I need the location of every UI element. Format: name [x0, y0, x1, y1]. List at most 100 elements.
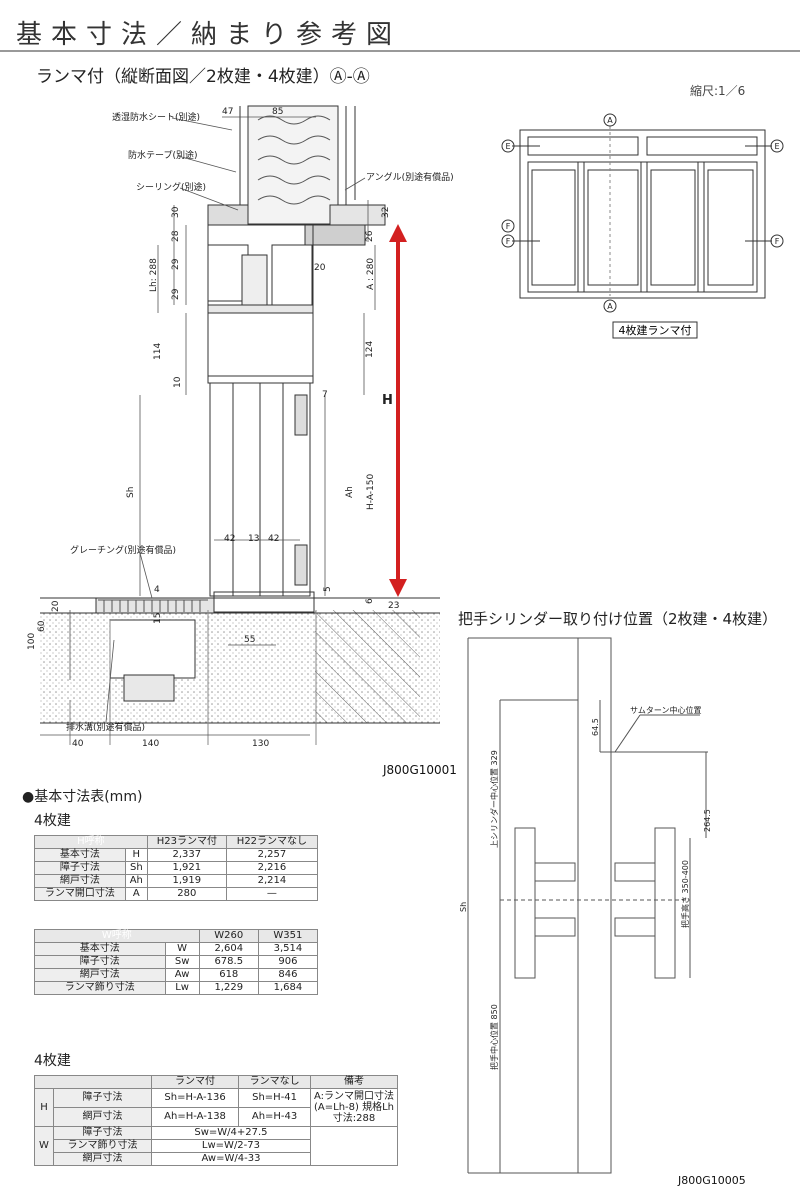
dim-table-subtitle: 4枚建 [34, 813, 71, 829]
cell: Sw [164, 955, 200, 969]
dim-7: 7 [322, 390, 328, 400]
cell: 障子寸法 [53, 1088, 152, 1108]
dim-15: 15 [153, 613, 163, 624]
cell: 678.5 [198, 955, 259, 969]
elevation-caption: 4枚建ランマ付 [619, 323, 692, 337]
marker-f-right: F [775, 237, 780, 246]
dim-6: 6 [365, 598, 375, 604]
cell: Sh=H-41 [238, 1088, 311, 1108]
dim-13: 13 [248, 534, 259, 544]
dim-140: 140 [142, 739, 159, 749]
scale-label: 縮尺:1／6 [690, 84, 746, 98]
cell: 906 [257, 955, 319, 969]
dim-table-title: ●基本寸法表(mm) [22, 789, 143, 805]
section-code: J800G10001 [383, 763, 457, 777]
dim-124: 124 [365, 341, 375, 358]
formula-table-title: 4枚建 [34, 1053, 71, 1069]
formula-w-group: W [34, 1126, 54, 1166]
cell: Sh=H-A-136 [150, 1088, 240, 1108]
cell: W [164, 942, 200, 956]
label-grating: グレーチング(別途有償品) [70, 544, 176, 556]
cell: 網戸寸法 [53, 1152, 152, 1166]
label-sheet: 透湿防水シート(別途) [112, 111, 200, 123]
cell: 2,216 [225, 861, 319, 875]
dim-114: 114 [153, 343, 163, 360]
cell: Ah [124, 874, 148, 888]
dim-29b: 29 [171, 288, 181, 300]
dim-lh: Lh: 288 [149, 258, 159, 292]
cell: ランマ開口寸法 [34, 887, 126, 901]
dim-30: 30 [171, 206, 181, 218]
formula-head-1: ランマなし [238, 1075, 311, 1089]
cell: 846 [257, 968, 319, 982]
formula-table: ランマ付 ランマなし 備考 H 障子寸法 Sh=H-A-136 Sh=H-41 … [34, 1075, 398, 1166]
h-table-head-2: H22ランマなし [225, 835, 319, 849]
dim-4: 4 [154, 585, 160, 595]
table-row: H 障子寸法 Sh=H-A-136 Sh=H-41 A:ランマ開口寸法 (A=L… [34, 1088, 398, 1127]
table-row: 網戸寸法 Ah=H-A-138 Ah=H-43 [35, 1107, 398, 1127]
cell: 障子寸法 [53, 1126, 152, 1140]
marker-f-left1: F [506, 222, 511, 231]
label-angle: アングル(別途有償品) [366, 171, 454, 183]
dim-42b: 42 [268, 534, 279, 544]
dim-5: 5 [323, 586, 333, 592]
cell: ランマ飾り寸法 [53, 1139, 152, 1153]
dim-42a: 42 [224, 534, 235, 544]
dim-sh: Sh [126, 487, 136, 498]
cell: 3,514 [257, 942, 319, 956]
cell: 2,337 [146, 848, 227, 862]
dim-23: 23 [388, 601, 399, 611]
formula-head-0: ランマ付 [150, 1075, 240, 1089]
cell: A [124, 887, 148, 901]
cell: Aw [164, 968, 200, 982]
formula-h-group: H [34, 1088, 54, 1127]
dim-28: 28 [171, 230, 181, 242]
w-table-head-1: W260 [198, 929, 259, 943]
formula-head-2: 備考 [310, 1075, 398, 1089]
cell: 基本寸法 [34, 942, 166, 956]
dim-20b: 20 [51, 600, 61, 612]
cell: — [225, 887, 319, 901]
dim-10: 10 [173, 376, 183, 388]
cell: 1,229 [198, 981, 259, 995]
cell: Ah=H-A-138 [150, 1107, 240, 1127]
cell: 2,257 [225, 848, 319, 862]
cell: 2,604 [198, 942, 259, 956]
cell: Lw=W/2-73 [150, 1139, 312, 1153]
dim-55: 55 [244, 635, 255, 645]
marker-a-bottom: A [607, 302, 613, 311]
cell: 280 [146, 887, 227, 901]
handle-height-label: 把手高さ 350-400 [680, 860, 690, 928]
dim-a280: A : 280 [366, 258, 376, 290]
cell: 基本寸法 [34, 848, 126, 862]
cell: 1,921 [146, 861, 227, 875]
table-row: 網戸寸法 Aw=W/4-33 [35, 1152, 398, 1166]
formula-blank [310, 1126, 398, 1166]
marker-f-left2: F [506, 237, 511, 246]
dim-h: H [382, 393, 393, 408]
page-title: 基本寸法／納まり参考図 [16, 20, 402, 50]
label-tape: 防水テープ(別途) [128, 149, 197, 161]
dim-20: 20 [314, 263, 326, 273]
cell: Ah=H-43 [238, 1107, 311, 1127]
label-drain: 排水溝(別途有償品) [66, 721, 145, 733]
handle-upper-cyl-label: 上シリンダー中心位置 329 [489, 750, 499, 848]
label-sealing: シーリング(別途) [136, 181, 206, 193]
dim-ha150: H-A-150 [366, 474, 376, 510]
dim-47: 47 [222, 107, 233, 117]
w-table-head-2: W351 [257, 929, 319, 943]
title-divider [0, 50, 800, 52]
dim-100: 100 [27, 633, 37, 650]
dim-ah: Ah [345, 486, 355, 498]
dim-29a: 29 [171, 258, 181, 270]
handle-64-label: 64.5 [591, 718, 600, 736]
cell: 1,919 [146, 874, 227, 888]
handle-center-label: 把手中心位置 850 [489, 1004, 499, 1070]
